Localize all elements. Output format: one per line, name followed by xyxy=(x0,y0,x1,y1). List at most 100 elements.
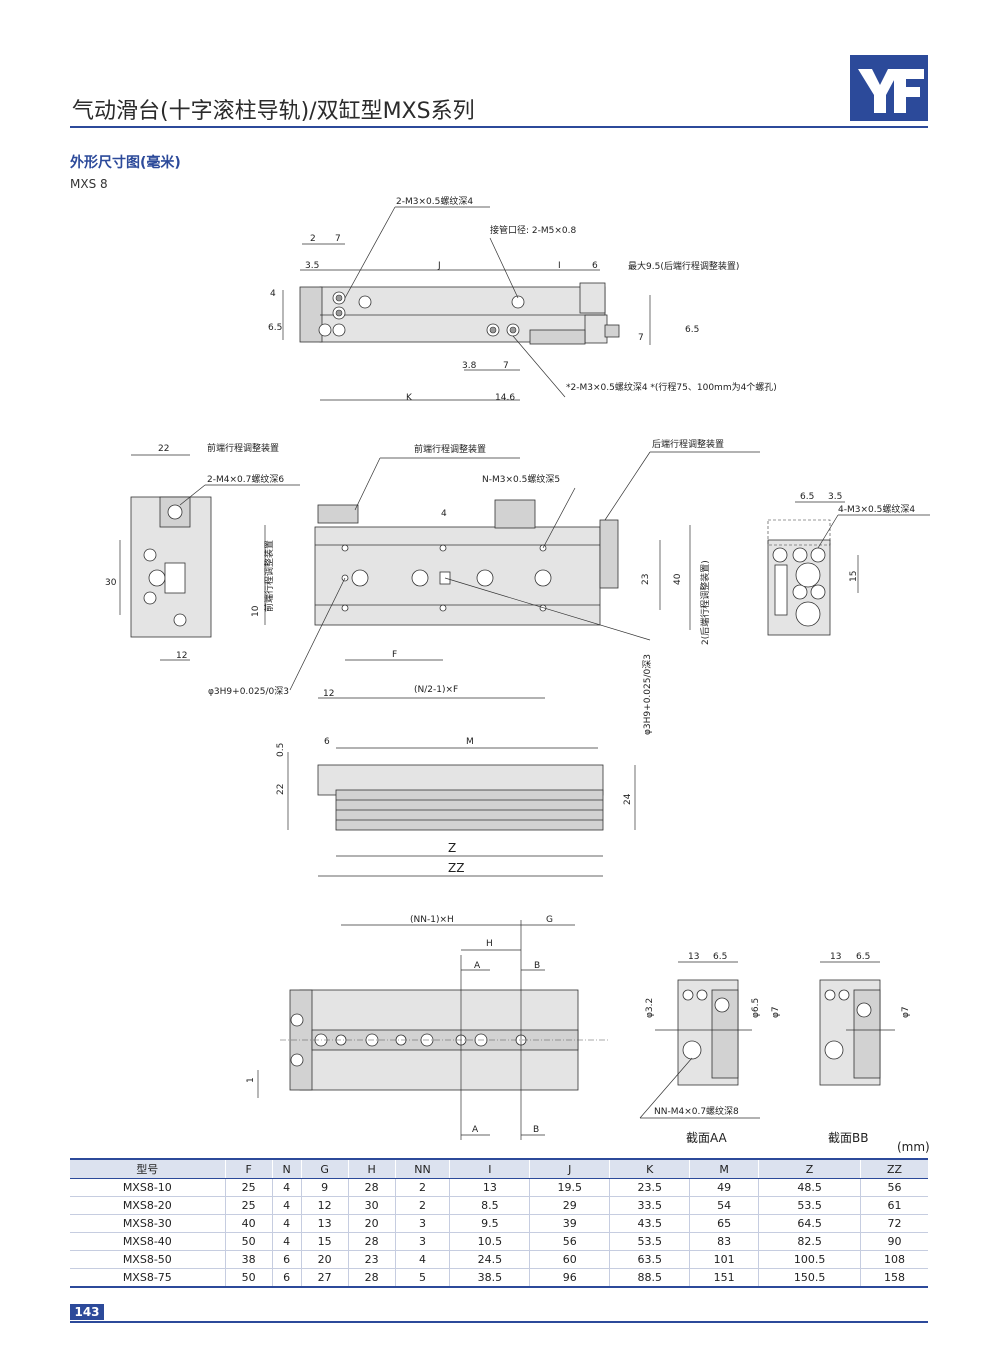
dim-bot-A: A xyxy=(474,961,481,971)
table-cell: 82.5 xyxy=(758,1232,861,1251)
table-cell: 23.5 xyxy=(609,1178,690,1197)
dim-bb-65: 6.5 xyxy=(856,952,870,962)
top-view: 2-M3×0.5螺纹深4 接管口径: 2-M5×0.8 最大9.5(后端行程调整… xyxy=(268,195,777,403)
table-cell: 158 xyxy=(860,1268,928,1288)
dim-top-I: I xyxy=(558,261,561,271)
table-cell: MXS8-75 xyxy=(70,1268,226,1288)
table-header-cell: J xyxy=(529,1158,610,1179)
table-cell: 5 xyxy=(394,1268,450,1288)
table-cell: 28 xyxy=(347,1178,396,1197)
table-cell: 56 xyxy=(529,1232,610,1251)
dim-top-m3: 2-M3×0.5螺纹深4 xyxy=(396,195,473,207)
dim-side-24: 24 xyxy=(623,793,633,805)
side-view: 0.5 6 M 22 24 Z ZZ xyxy=(276,737,636,877)
table-header-cell: H xyxy=(347,1158,396,1179)
dim-top-maxadjust: 最大9.5(后端行程调整装置) xyxy=(628,260,739,272)
dim-top-4: 4 xyxy=(270,289,276,299)
table-header-cell: NN xyxy=(394,1158,450,1179)
dim-top-38: 3.8 xyxy=(462,361,477,371)
dim-side-05: 0.5 xyxy=(276,743,286,757)
table-cell: 38.5 xyxy=(449,1268,530,1288)
label-section-bb: 截面BB xyxy=(828,1131,868,1145)
dim-bot-A2: A xyxy=(472,1125,479,1135)
page-number: 143 xyxy=(70,1304,104,1320)
dim-mid-h9-right: φ3H9+0.025/0深3 xyxy=(642,654,653,735)
table-header-cell: K xyxy=(609,1158,690,1179)
table-cell: 53.5 xyxy=(609,1232,690,1251)
dim-side-Z: Z xyxy=(448,841,456,855)
table-cell: 54 xyxy=(689,1196,759,1215)
dim-mid-m4: 2-M4×0.7螺纹深6 xyxy=(207,473,284,485)
table-header-cell: ZZ xyxy=(860,1158,928,1179)
table-cell: 4 xyxy=(271,1214,302,1233)
brand-logo xyxy=(850,55,928,121)
table-cell: 50 xyxy=(224,1232,273,1251)
table-cell: 49 xyxy=(689,1178,759,1197)
table-cell: 9.5 xyxy=(449,1214,530,1233)
table-cell: 25 xyxy=(224,1178,273,1197)
table-cell: 83 xyxy=(689,1232,759,1251)
dim-side-m3: 4-M3×0.5螺纹深4 xyxy=(838,503,915,515)
bottom-view: (NN-1)×H G H A B 1 A B xyxy=(246,915,610,1140)
label-front-adjust-mid: 前端行程调整装置 xyxy=(414,443,486,455)
dim-mid-h9-left: φ3H9+0.025/0深3 xyxy=(208,686,289,697)
table-cell: 39 xyxy=(529,1214,610,1233)
table-cell: 65 xyxy=(689,1214,759,1233)
table-header-cell: I xyxy=(449,1158,530,1179)
table-cell: 30 xyxy=(347,1196,396,1215)
table-header-cell: M xyxy=(689,1158,759,1179)
dim-aa-phi32: φ3.2 xyxy=(645,998,655,1018)
label-vert-rear: 2(后端行程调整装置) xyxy=(699,560,711,645)
table-cell: 4 xyxy=(271,1178,302,1197)
table-cell: 4 xyxy=(271,1232,302,1251)
table-cell: 8.5 xyxy=(449,1196,530,1215)
footer-rule xyxy=(70,1321,928,1323)
dim-top-6: 6 xyxy=(592,261,598,271)
dim-mid-10: 10 xyxy=(251,605,261,617)
table-cell: 28 xyxy=(347,1232,396,1251)
dim-mid-40: 40 xyxy=(673,573,683,585)
table-header-cell: 型号 xyxy=(70,1158,226,1179)
dim-aa-65: 6.5 xyxy=(713,952,727,962)
dim-side-6: 6 xyxy=(324,737,330,747)
table-cell: 61 xyxy=(860,1196,928,1215)
dim-top-146: 14.6 xyxy=(495,393,515,403)
dim-top-2: 2 xyxy=(310,234,316,244)
label-vert-front: 前端行程调整装置 xyxy=(263,540,275,612)
table-cell: 150.5 xyxy=(758,1268,861,1288)
dim-top-65b: 6.5 xyxy=(685,325,699,335)
table-cell: 27 xyxy=(300,1268,349,1288)
end-view-right: 6.5 3.5 4-M3×0.5螺纹深4 15 xyxy=(767,492,930,636)
dim-top-7b: 7 xyxy=(638,333,644,343)
table-cell: 151 xyxy=(689,1268,759,1288)
dim-mid-22: 22 xyxy=(158,444,169,454)
table-cell: 100.5 xyxy=(758,1250,861,1269)
table-cell: 96 xyxy=(529,1268,610,1288)
dim-bot-B: B xyxy=(534,961,540,971)
table-cell: 3 xyxy=(394,1232,450,1251)
table-cell: MXS8-40 xyxy=(70,1232,226,1251)
table-cell: 15 xyxy=(300,1232,349,1251)
dim-bot-G: G xyxy=(546,915,553,925)
dim-top-65: 6.5 xyxy=(268,323,282,333)
table-header-cell: G xyxy=(300,1158,349,1179)
table-header-cell: F xyxy=(224,1158,273,1179)
dim-bot-H: H xyxy=(486,939,493,949)
dim-aa-13: 13 xyxy=(688,952,699,962)
section-bb: 13 6.5 φ7 截面BB xyxy=(819,952,911,1145)
table-cell: 24.5 xyxy=(449,1250,530,1269)
table-cell: 4 xyxy=(271,1196,302,1215)
table-cell: 64.5 xyxy=(758,1214,861,1233)
table-cell: MXS8-10 xyxy=(70,1178,226,1197)
dim-bot-1: 1 xyxy=(246,1077,256,1083)
section-aa: 13 6.5 φ3.2 φ6.5 φ7 NN-M4×0.7螺纹深8 截面AA xyxy=(639,952,781,1145)
table-cell: MXS8-20 xyxy=(70,1196,226,1215)
dim-top-J: J xyxy=(437,261,441,271)
